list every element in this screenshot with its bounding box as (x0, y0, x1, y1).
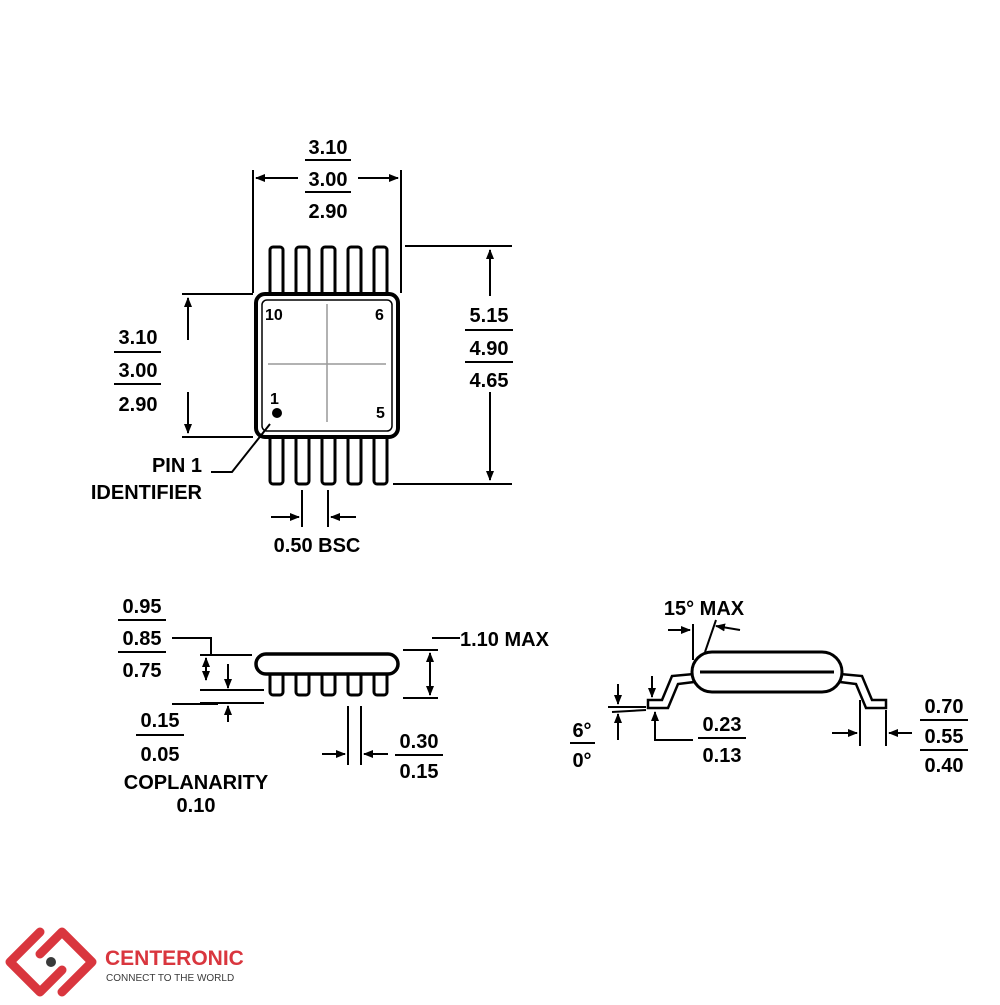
pin1-label-line2: IDENTIFIER (91, 482, 203, 504)
pin1-label-line1: PIN 1 (152, 455, 202, 477)
foot-length-max: 0.70 (925, 696, 964, 718)
body-dim-min: 0.75 (123, 660, 162, 682)
overall-dim-nom: 4.90 (470, 338, 509, 360)
logo-mark (5, 927, 97, 997)
logo-tagline: CONNECT TO THE WORLD (106, 973, 234, 984)
side-body (254, 652, 400, 676)
overall-dim-max: 5.15 (470, 305, 509, 327)
pin1-dot (272, 408, 282, 418)
pin1-leader (211, 423, 271, 473)
foot-length-min: 0.40 (925, 755, 964, 777)
foot-angle-min: 0° (572, 750, 591, 772)
mold-angle-label: 15° MAX (664, 598, 745, 620)
lead-thickness-max: 0.23 (703, 714, 742, 736)
max-height-label: 1.10 MAX (460, 629, 550, 651)
end-lead-right (838, 672, 888, 710)
lead-thickness-min: 0.13 (703, 745, 742, 767)
lead-width-dim-max: 0.30 (400, 731, 439, 753)
pin-label-5: 5 (376, 405, 385, 422)
pin-label-10: 10 (265, 307, 283, 324)
end-lead-left (646, 672, 696, 710)
body-dim-max: 0.95 (123, 596, 162, 618)
height-dim-min: 2.90 (119, 394, 158, 416)
top-leads (268, 245, 389, 297)
foot-length-nom: 0.55 (925, 726, 964, 748)
foot-angle-max: 6° (572, 720, 591, 742)
pitch-label: 0.50 BSC (274, 535, 361, 557)
bottom-leads (268, 434, 389, 486)
logo-mark-center (46, 957, 56, 967)
coplanarity-label: COPLANARITY (124, 772, 269, 794)
centeronic-logo: CENTERONIC CONNECT TO THE WORLD (5, 927, 244, 997)
end-view: 15° MAX 6° 0° 0.23 0.13 0.70 0.55 0.40 (570, 598, 968, 777)
width-dim-min: 2.90 (309, 201, 348, 223)
height-dim-nom: 3.00 (119, 360, 158, 382)
logo-name: CENTERONIC (105, 947, 244, 970)
standoff-dim-min: 0.05 (141, 744, 180, 766)
overall-dim-min: 4.65 (470, 370, 509, 392)
logo-mark-left (5, 927, 67, 997)
top-view: 10 6 1 5 3.10 3.00 2.90 3.10 3.00 2.90 5… (91, 137, 513, 557)
body-dim-nom: 0.85 (123, 628, 162, 650)
standoff-dim-max: 0.15 (141, 710, 180, 732)
logo-mark-right (35, 927, 97, 997)
width-dim-nom: 3.00 (309, 169, 348, 191)
side-view: 0.95 0.85 0.75 1.10 MAX 0.15 0.05 COPLAN… (118, 596, 550, 817)
coplanarity-value: 0.10 (177, 795, 216, 817)
pin-label-6: 6 (375, 307, 384, 324)
width-dim-max: 3.10 (309, 137, 348, 159)
package-body-inner-edge (261, 299, 393, 432)
pin-label-1: 1 (270, 391, 279, 408)
lead-width-dim-min: 0.15 (400, 761, 439, 783)
height-dim-max: 3.10 (119, 327, 158, 349)
